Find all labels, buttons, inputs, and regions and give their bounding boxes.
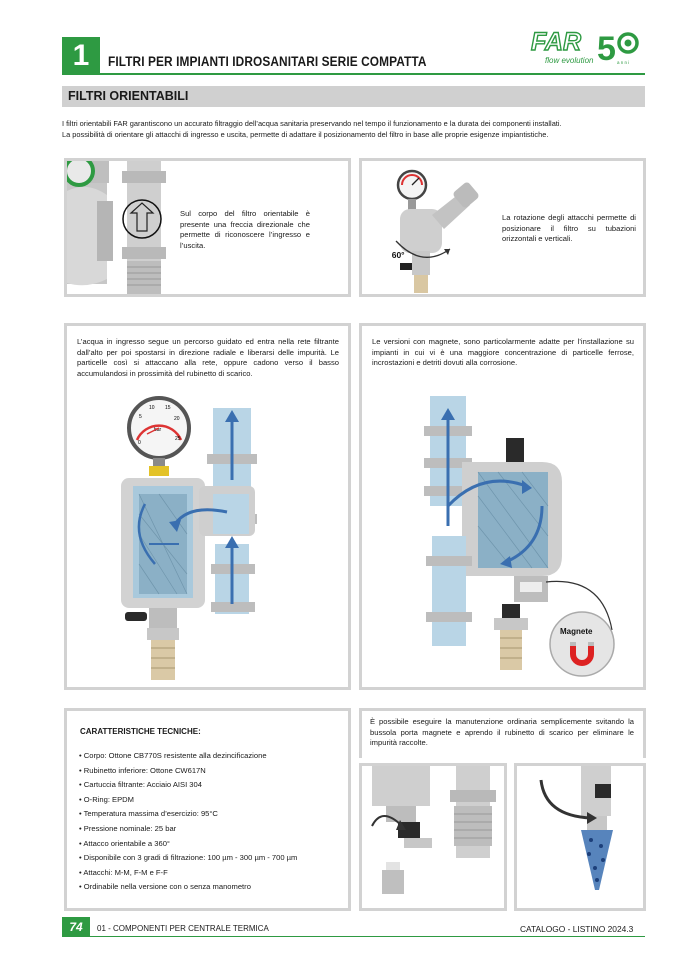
filter-rotation-image: 360° [392, 169, 479, 293]
panel-flow: L’acqua in ingresso segue un percorso gu… [64, 323, 351, 690]
section-title: FILTRI ORIENTABILI [68, 89, 189, 103]
panel-maintenance-image-right [514, 763, 646, 911]
panel-maintenance-image-left [359, 763, 507, 911]
far-50-years-logo-icon: FAR 5 flow evolution a n n i [530, 27, 639, 68]
gauge-tick-25: 25 [175, 436, 181, 442]
logo-brand: FAR [531, 28, 581, 56]
spec-item: • Corpo: Ottone CB770S resistente alla d… [79, 751, 267, 760]
panel-magnet-text: Le versioni con magnete, sono particolar… [372, 337, 634, 367]
gauge-tick-0: 0 [138, 440, 141, 446]
footer-line [90, 936, 645, 937]
panel-arrow-text: Sul corpo del filtro orientabile è prese… [180, 209, 310, 250]
gauge-tick-10: 10 [149, 405, 155, 411]
panel-maintenance-text: È possibile eseguire la manutenzione ord… [370, 717, 634, 747]
panel-rotation-text: La rotazione degli attacchi permette di … [502, 213, 636, 243]
rotation-label: 360° [392, 250, 405, 260]
spec-item: • Disponibile con 3 gradi di filtrazione… [79, 853, 298, 863]
section-bar [62, 86, 645, 107]
spec-item: • Rubinetto inferiore: Ottone CW617N [79, 765, 206, 775]
logo-anni: a n n i [617, 60, 629, 65]
spec-item: • Attacchi: M-M, F-M e F-F [79, 867, 168, 877]
page-number: 74 [62, 917, 90, 937]
panel-arrow: Sul corpo del filtro orientabile è prese… [64, 158, 351, 297]
magnet-removal-image [371, 766, 496, 894]
panel-rotation: 360° La rotazione degli attacchi permett… [359, 158, 646, 297]
spec-item: • Ordinabile nella versione con o senza … [79, 882, 251, 892]
gauge-unit: bar [154, 427, 162, 433]
intro-line-1: I filtri orientabili FAR garantiscono un… [62, 119, 562, 128]
spec-item: • Pressione nominale: 25 bar [79, 823, 177, 833]
gauge-tick-5: 5 [139, 414, 142, 420]
drain-flush-image [539, 766, 613, 890]
filter-magnet-cutaway-image: Magnete [424, 396, 615, 677]
panel-specs: CARATTERISTICHE TECNICHE: • Corpo: Otton… [64, 708, 351, 911]
filter-flow-cutaway-image: 0 5 10 15 20 25 bar [121, 396, 257, 680]
footer-section: 01 - COMPONENTI PER CENTRALE TERMICA [97, 924, 269, 933]
gauge-tick-20: 20 [174, 416, 180, 422]
chapter-number: 1 [62, 37, 100, 75]
filter-body-closeup-image [67, 161, 166, 294]
logo-tagline: flow evolution [545, 56, 594, 65]
intro-line-2: La possibilità di orientare gli attacchi… [62, 130, 549, 139]
chapter-title: FILTRI PER IMPIANTI IDROSANITARI SERIE C… [108, 54, 427, 69]
panel-magnet: Le versioni con magnete, sono particolar… [359, 323, 646, 690]
specs-title: CARATTERISTICHE TECNICHE: [80, 727, 201, 736]
specs-list: • Corpo: Ottone CB770S resistente alla d… [79, 749, 347, 895]
intro-text: I filtri orientabili FAR garantiscono un… [62, 118, 662, 140]
spec-item: • Attacco orientabile a 360° [79, 838, 170, 848]
panel-flow-text: L’acqua in ingresso segue un percorso gu… [77, 337, 339, 378]
footer-catalog: CATALOGO - LISTINO 2024.3 [520, 924, 634, 934]
logo-anniversary: 5 [597, 30, 616, 68]
spec-item: • O-Ring: EPDM [79, 794, 134, 804]
spec-item: • Cartuccia filtrante: Acciaio AISI 304 [79, 780, 202, 790]
panel-maintenance: È possibile eseguire la manutenzione ord… [359, 708, 646, 758]
spec-item: • Temperatura massima d’esercizio: 95°C [79, 809, 218, 819]
chapter-underline [100, 73, 645, 75]
gauge-tick-15: 15 [165, 405, 171, 411]
magnet-label: Magnete [560, 627, 593, 636]
